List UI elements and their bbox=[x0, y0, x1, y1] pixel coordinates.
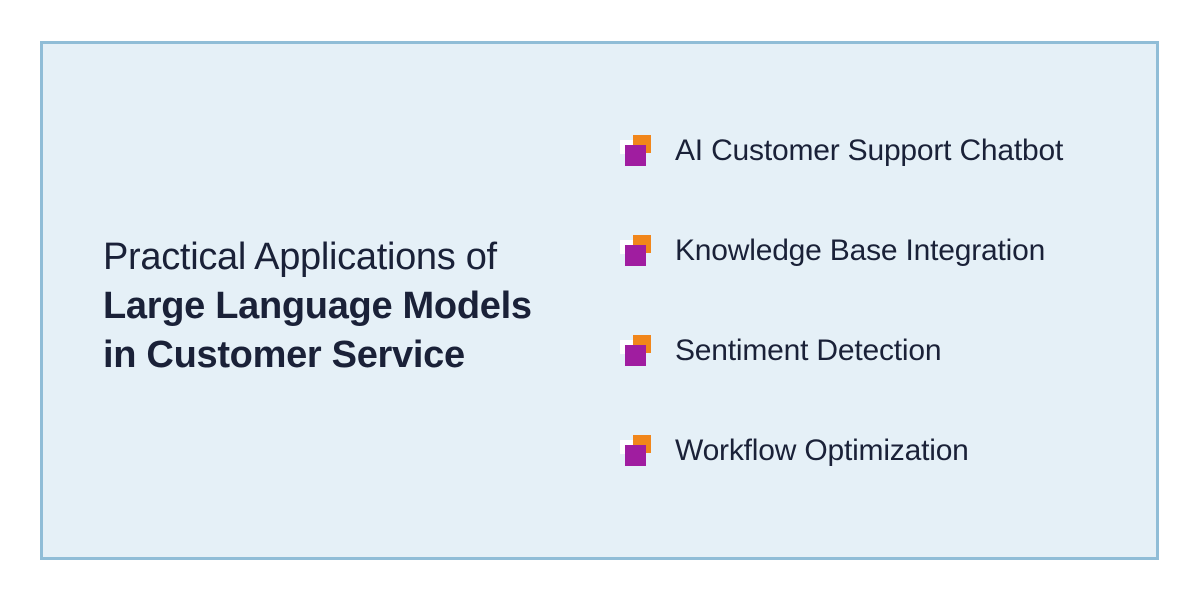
feature-list: AI Customer Support Chatbot Knowledge Ba… bbox=[620, 134, 1063, 468]
list-item-label: Sentiment Detection bbox=[675, 334, 942, 367]
slide-panel: Practical Applications of Large Language… bbox=[40, 41, 1159, 560]
title-line-1: Practical Applications of bbox=[103, 236, 497, 278]
bullet-square-purple bbox=[625, 245, 646, 266]
bullet-square-purple bbox=[625, 145, 646, 166]
list-item: Knowledge Base Integration bbox=[620, 234, 1063, 268]
bullet-square-purple bbox=[625, 445, 646, 466]
list-item: AI Customer Support Chatbot bbox=[620, 134, 1063, 168]
title-line-2: Large Language Models bbox=[103, 285, 532, 327]
overlapping-squares-icon bbox=[620, 235, 652, 267]
title-line-3: in Customer Service bbox=[103, 334, 465, 376]
slide-title: Practical Applications of Large Language… bbox=[103, 233, 532, 380]
overlapping-squares-icon bbox=[620, 435, 652, 467]
list-item-label: Workflow Optimization bbox=[675, 434, 969, 467]
overlapping-squares-icon bbox=[620, 335, 652, 367]
list-item-label: Knowledge Base Integration bbox=[675, 234, 1046, 267]
list-item-label: AI Customer Support Chatbot bbox=[675, 134, 1064, 167]
list-item: Workflow Optimization bbox=[620, 434, 1063, 468]
bullet-square-purple bbox=[625, 345, 646, 366]
list-item: Sentiment Detection bbox=[620, 334, 1063, 368]
overlapping-squares-icon bbox=[620, 135, 652, 167]
